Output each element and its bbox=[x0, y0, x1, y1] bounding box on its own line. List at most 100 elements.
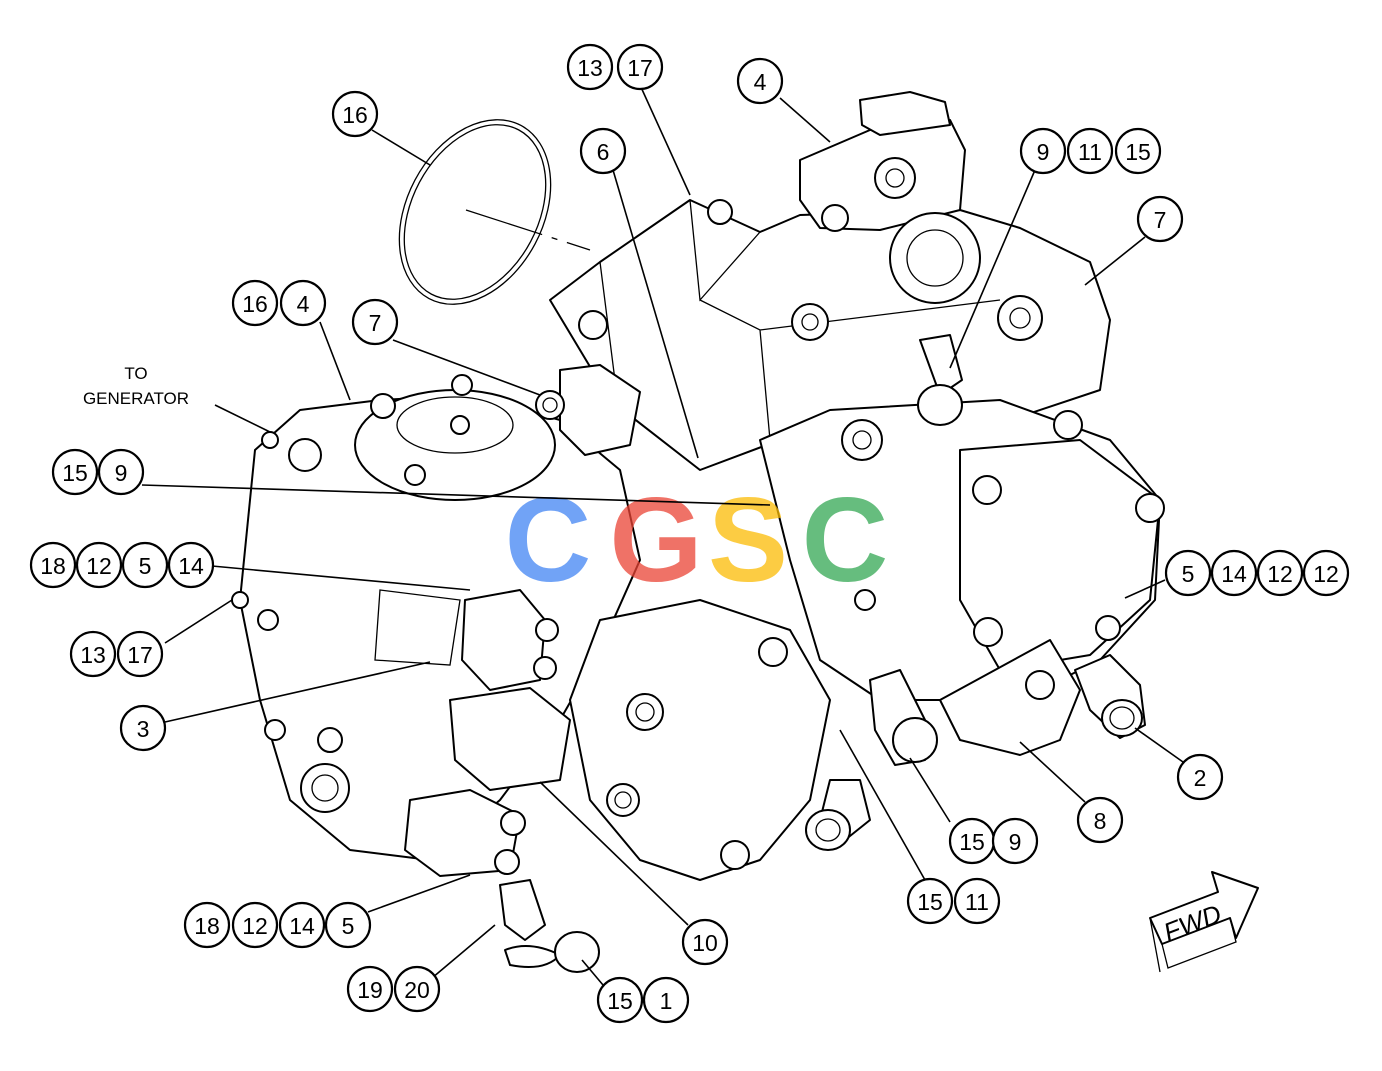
callout-number: 15 bbox=[917, 889, 943, 915]
callout-bubble bbox=[97, 448, 145, 496]
callout-number: 9 bbox=[1009, 829, 1022, 855]
callout-bubble bbox=[331, 90, 379, 138]
callout-bubble bbox=[183, 901, 231, 949]
callout-group-10: 10 bbox=[681, 918, 729, 966]
callout-number: 10 bbox=[692, 930, 718, 956]
callout-number: 14 bbox=[289, 913, 315, 939]
callout-group-5-14-12-12: 5 14 12 12 bbox=[1164, 549, 1350, 597]
callout-bubble bbox=[1176, 753, 1224, 801]
callout-number: 3 bbox=[137, 716, 150, 742]
callout-bubble bbox=[167, 541, 215, 589]
callout-number: 18 bbox=[40, 553, 66, 579]
callout-bubble bbox=[566, 43, 614, 91]
callout-bubble bbox=[121, 541, 169, 589]
watermark-logo: C G S C bbox=[505, 473, 889, 607]
callout-group-7-left: 7 bbox=[351, 298, 399, 346]
callout-bubble bbox=[1076, 796, 1124, 844]
callout-number: 15 bbox=[959, 829, 985, 855]
callout-bubble bbox=[736, 57, 784, 105]
callout-bubble bbox=[1210, 549, 1258, 597]
note-line: GENERATOR bbox=[83, 389, 189, 408]
callout-number: 12 bbox=[1267, 561, 1293, 587]
callout-number: 17 bbox=[627, 55, 653, 81]
leader-lines bbox=[141, 84, 1184, 986]
callout-group-15-9-bottom: 15 9 bbox=[948, 817, 1039, 865]
watermark-letter: G bbox=[609, 473, 702, 607]
callout-number: 9 bbox=[115, 460, 128, 486]
callout-group-15-9-left: 15 9 bbox=[51, 448, 145, 496]
pump-end-cover bbox=[569, 599, 831, 881]
callout-group-15-1: 15 1 bbox=[596, 976, 690, 1024]
callout-bubble bbox=[1114, 127, 1162, 175]
callout-number: 1 bbox=[660, 988, 673, 1014]
callout-number: 7 bbox=[369, 310, 382, 336]
callout-number: 12 bbox=[1313, 561, 1339, 587]
callout-number: 18 bbox=[194, 913, 220, 939]
pump-assembly-drawing bbox=[231, 91, 1165, 973]
o-ring-seal bbox=[398, 119, 552, 305]
callout-bubble bbox=[953, 877, 1001, 925]
callout-group-2: 2 bbox=[1176, 753, 1224, 801]
callout-bubble bbox=[906, 877, 954, 925]
callout-bubble bbox=[51, 448, 99, 496]
callout-bubble bbox=[116, 630, 164, 678]
callout-number: 6 bbox=[597, 139, 610, 165]
callout-bubble bbox=[1256, 549, 1304, 597]
callout-bubble bbox=[393, 965, 441, 1013]
callout-bubble bbox=[351, 298, 399, 346]
callout-group-3: 3 bbox=[119, 704, 167, 752]
callout-bubble bbox=[579, 127, 627, 175]
callout-bubble bbox=[1164, 549, 1212, 597]
callout-number: 15 bbox=[607, 988, 633, 1014]
callout-bubble bbox=[324, 901, 372, 949]
callout-bubble bbox=[616, 43, 664, 91]
callout-bubble bbox=[681, 918, 729, 966]
watermark-letter: C bbox=[802, 473, 889, 607]
callout-number: 12 bbox=[86, 553, 112, 579]
callout-number: 7 bbox=[1154, 207, 1167, 233]
callout-group-6: 6 bbox=[579, 127, 627, 175]
callout-number: 15 bbox=[62, 460, 88, 486]
callout-bubble bbox=[1136, 195, 1184, 243]
callout-bubble bbox=[75, 541, 123, 589]
callout-number: 5 bbox=[139, 553, 152, 579]
callout-bubble bbox=[346, 965, 394, 1013]
callout-bubble bbox=[1066, 127, 1114, 175]
callout-group-16-top: 16 bbox=[331, 90, 379, 138]
callout-number: 15 bbox=[1125, 139, 1151, 165]
callout-number: 14 bbox=[1221, 561, 1247, 587]
callout-bubble bbox=[231, 279, 279, 327]
callout-number: 19 bbox=[357, 977, 383, 1003]
callout-number: 16 bbox=[342, 102, 368, 128]
callout-number: 5 bbox=[342, 913, 355, 939]
callout-number: 11 bbox=[965, 889, 989, 915]
callout-bubble bbox=[1302, 549, 1350, 597]
callout-bubble bbox=[991, 817, 1039, 865]
callout-number: 16 bbox=[242, 291, 268, 317]
callout-bubble bbox=[1019, 127, 1067, 175]
watermark-letter: S bbox=[708, 473, 788, 607]
callout-number: 4 bbox=[297, 291, 310, 317]
callout-number: 11 bbox=[1078, 139, 1102, 165]
callout-group-16-4: 16 4 bbox=[231, 279, 327, 327]
callout-group-8: 8 bbox=[1076, 796, 1124, 844]
callout-number: 8 bbox=[1094, 808, 1107, 834]
callout-number: 20 bbox=[404, 977, 430, 1003]
o-ring-seal-inner bbox=[403, 124, 547, 300]
callout-bubble bbox=[231, 901, 279, 949]
callout-number: 5 bbox=[1182, 561, 1195, 587]
solenoid-valve-middle bbox=[449, 687, 571, 791]
watermark-letter: C bbox=[505, 473, 592, 607]
callout-bubble bbox=[29, 541, 77, 589]
callout-number: 4 bbox=[754, 69, 767, 95]
callout-bubble bbox=[119, 704, 167, 752]
callout-bubble bbox=[69, 630, 117, 678]
